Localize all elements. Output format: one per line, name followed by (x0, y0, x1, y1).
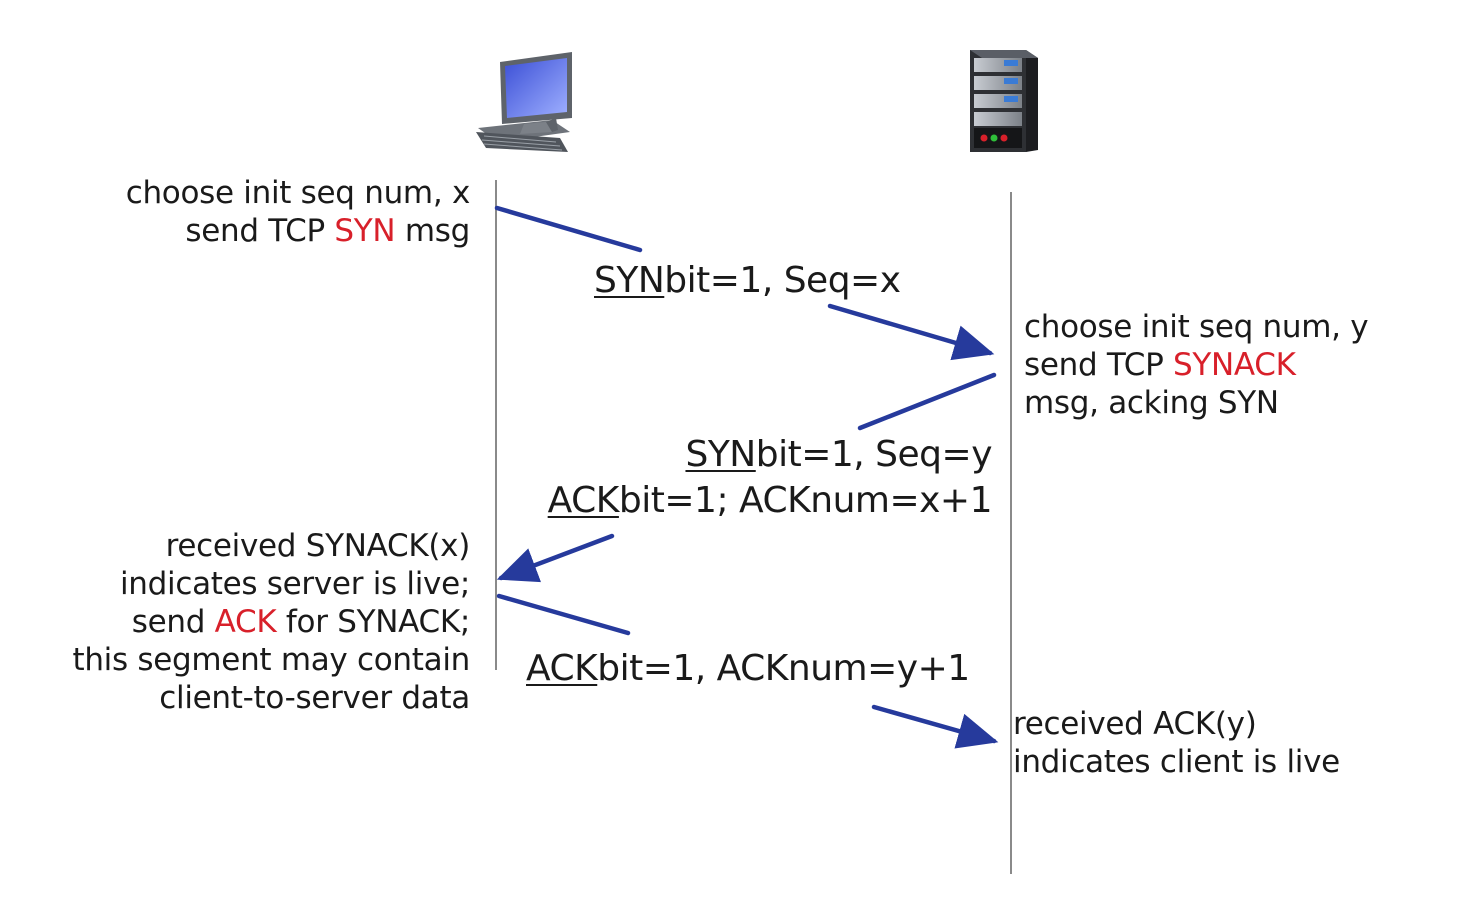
client-syn-note: choose init seq num, x send TCP SYN msg (125, 174, 471, 250)
syn-arrow-lower-segment (827, 303, 995, 361)
server-synack-note-line3: msg, acking SYN (1024, 385, 1279, 421)
client-ack-note: received SYNACK(x) indicates server is l… (72, 527, 470, 717)
text-fragment: for SYNACK; (276, 604, 470, 640)
syn-message-label: SYNbit=1, Seq=x (594, 258, 901, 304)
client-ack-note-line2: indicates server is live; (119, 566, 470, 602)
desktop-computer-icon (476, 52, 572, 152)
server-rack-icon (970, 50, 1038, 152)
ack-arrow-lower-segment (871, 704, 999, 749)
ack-highlight: ACK (214, 604, 277, 640)
server-ack-received-note: received ACK(y) indicates client is live (1013, 705, 1340, 781)
ack-flag: ACK (526, 648, 598, 689)
synack-message-label: SYNbit=1, Seq=y ACKbit=1; ACKnum=x+1 (547, 432, 993, 524)
server-synack-note: choose init seq num, y send TCP SYNACK m… (1024, 308, 1369, 422)
text-fragment: send TCP (1024, 347, 1174, 383)
synack-arrow-lower-segment (496, 533, 615, 583)
client-syn-note-line2: send TCP SYN msg (126, 212, 470, 250)
syn-highlight: SYN (334, 213, 396, 249)
syn-flag: SYN (594, 260, 665, 301)
text-fragment: msg (395, 213, 470, 249)
text-fragment: send TCP (185, 213, 335, 249)
synack-ack-flag: ACK (547, 480, 620, 521)
ack-arrow-upper-segment (496, 593, 631, 636)
ack-message-rest: bit=1, ACKnum=y+1 (597, 648, 970, 689)
syn-message-rest: bit=1, Seq=x (664, 260, 901, 301)
synack-line1-rest: bit=1, Seq=y (755, 434, 993, 475)
text-fragment: send (131, 604, 215, 640)
synack-highlight: SYNACK (1173, 347, 1296, 383)
synack-syn-flag: SYN (685, 434, 756, 475)
server-synack-note-line1: choose init seq num, y (1024, 309, 1369, 345)
syn-arrow-upper-segment (494, 205, 643, 253)
client-ack-note-line1: received SYNACK(x) (165, 528, 471, 564)
server-synack-note-line2: send TCP SYNACK (1024, 346, 1368, 384)
server-ack-note-line1: received ACK(y) (1013, 706, 1257, 742)
synack-line2-rest: bit=1; ACKnum=x+1 (618, 480, 993, 521)
ack-message-label: ACKbit=1, ACKnum=y+1 (526, 646, 970, 692)
client-ack-note-line4: this segment may contain (72, 642, 470, 678)
client-ack-note-line3: send ACK for SYNACK; (72, 603, 471, 641)
client-ack-note-line5: client-to-server data (159, 680, 470, 716)
client-syn-note-line1: choose init seq num, x (125, 175, 471, 211)
server-ack-note-line2: indicates client is live (1013, 744, 1340, 780)
synack-arrow-upper-segment (857, 372, 997, 431)
